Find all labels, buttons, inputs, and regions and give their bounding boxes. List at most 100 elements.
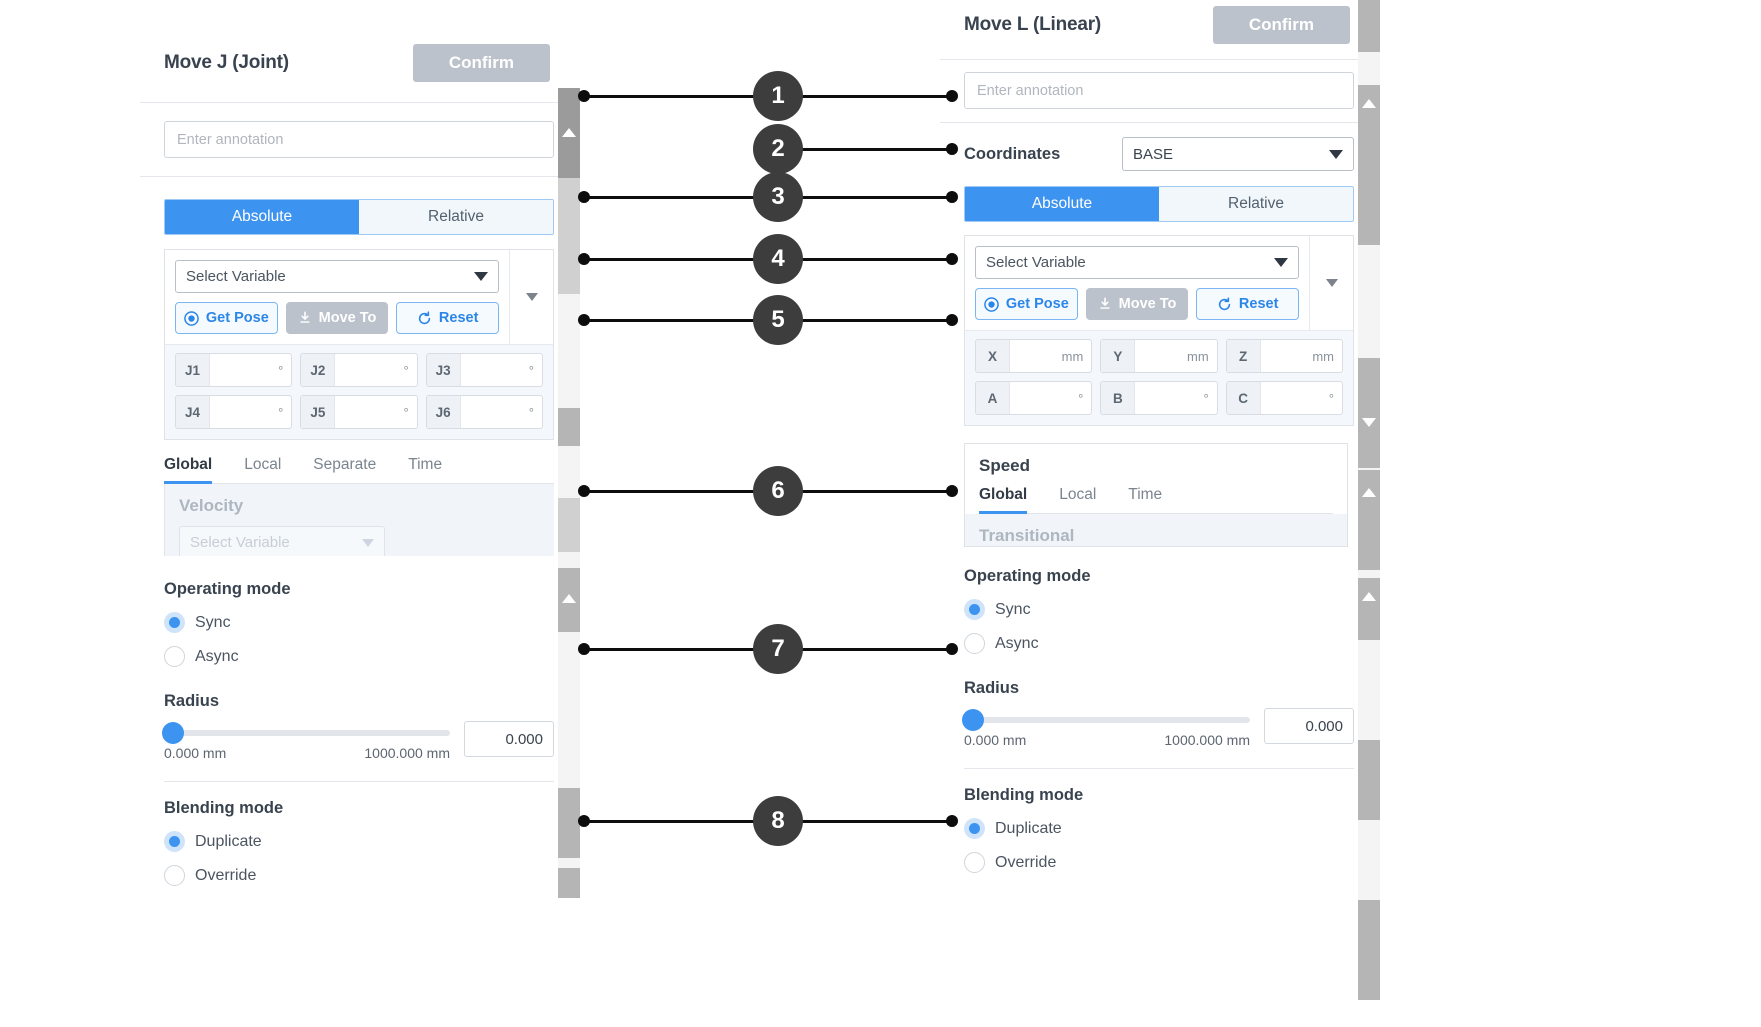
pose-field-a-input[interactable] — [1010, 382, 1078, 414]
callout-1-right-line — [802, 95, 952, 98]
move-l-blending-override[interactable]: Override — [964, 852, 1354, 873]
move-j-velocity-heading: Velocity — [179, 496, 244, 515]
radio-unselected-icon — [964, 852, 985, 873]
move-l-move-to-button[interactable]: Move To — [1085, 288, 1189, 320]
joint-field-j6-unit: ° — [528, 404, 534, 420]
joint-field-j3-input[interactable] — [461, 354, 529, 386]
pose-field-z[interactable]: Z mm — [1225, 339, 1343, 373]
joint-field-j4-input[interactable] — [210, 396, 278, 428]
move-j-annotation-input[interactable] — [164, 121, 554, 158]
move-j-scrollbar-thumb-1[interactable] — [558, 88, 580, 178]
pose-field-y-unit: mm — [1186, 348, 1209, 364]
pose-field-a[interactable]: A ° — [975, 381, 1093, 415]
tab-global[interactable]: Global — [979, 486, 1043, 514]
move-j-scrollbar-thumb-2[interactable] — [558, 178, 580, 294]
move-j-velocity-select[interactable]: Select Variable — [179, 526, 385, 556]
move-j-scrollbar-thumb-5[interactable] — [558, 568, 580, 632]
callout-4-right-anchor — [946, 253, 958, 265]
pose-field-y[interactable]: Y mm — [1100, 339, 1218, 373]
joint-field-j1[interactable]: J1 ° — [175, 353, 293, 387]
move-l-annotation-input[interactable] — [964, 72, 1354, 109]
joint-field-j5-input[interactable] — [335, 396, 403, 428]
joint-field-j6-label: J6 — [426, 396, 461, 428]
pose-field-x-input[interactable] — [1010, 340, 1062, 372]
move-j-radius-heading: Radius — [164, 692, 220, 710]
move-j-scrollbar[interactable] — [558, 88, 580, 898]
move-l-radius-value-input[interactable]: 0.000 — [1264, 708, 1354, 744]
tab-global[interactable]: Global — [164, 456, 228, 484]
pose-field-y-input[interactable] — [1135, 340, 1187, 372]
tab-local[interactable]: Local — [244, 456, 282, 473]
pose-field-b-label: B — [1101, 382, 1136, 414]
refresh-icon — [1217, 296, 1232, 312]
move-l-confirm-button[interactable]: Confirm — [1212, 6, 1350, 44]
tab-time[interactable]: Time — [1128, 486, 1163, 503]
move-j-relative-tab[interactable]: Relative — [359, 200, 553, 234]
move-j-move-to-button[interactable]: Move To — [285, 302, 389, 334]
divider — [940, 122, 1378, 123]
move-l-operating-mode-sync[interactable]: Sync — [964, 599, 1354, 620]
move-j-reset-button[interactable]: Reset — [396, 302, 500, 334]
joint-field-j6-input[interactable] — [461, 396, 529, 428]
move-l-relative-tab[interactable]: Relative — [1159, 187, 1353, 221]
pose-field-x[interactable]: X mm — [975, 339, 1093, 373]
move-j-scrollbar-thumb-6[interactable] — [558, 788, 580, 858]
callout-1-right-anchor — [946, 90, 958, 102]
move-l-reset-button[interactable]: Reset — [1196, 288, 1300, 320]
move-j-operating-mode-async[interactable]: Async — [164, 646, 554, 667]
joint-field-j4[interactable]: J4 ° — [175, 395, 293, 429]
pose-field-c-input[interactable] — [1261, 382, 1329, 414]
move-l-scrollbar-thumb-3[interactable] — [1358, 358, 1380, 468]
move-j-select-variable-dropdown[interactable]: Select Variable — [175, 260, 499, 293]
joint-field-j2-input[interactable] — [335, 354, 403, 386]
move-l-scrollbar-thumb-2[interactable] — [1358, 85, 1380, 245]
move-j-absolute-tab[interactable]: Absolute — [165, 200, 359, 234]
pose-field-b-input[interactable] — [1135, 382, 1203, 414]
move-l-coordinates-dropdown[interactable]: BASE — [1122, 137, 1354, 171]
move-l-scrollbar-thumb-6[interactable] — [1358, 740, 1380, 820]
joint-field-j5[interactable]: J5 ° — [300, 395, 418, 429]
move-l-absolute-tab[interactable]: Absolute — [965, 187, 1159, 221]
move-l-scrollbar-thumb-5[interactable] — [1358, 578, 1380, 640]
pose-field-z-input[interactable] — [1261, 340, 1313, 372]
move-l-operating-mode-async[interactable]: Async — [964, 633, 1354, 654]
joint-field-j2[interactable]: J2 ° — [300, 353, 418, 387]
move-l-select-variable-dropdown[interactable]: Select Variable — [975, 246, 1299, 279]
chevron-up-icon — [562, 594, 576, 603]
joint-field-j1-input[interactable] — [210, 354, 278, 386]
move-l-radius-heading: Radius — [964, 679, 1020, 697]
move-l-radius-track[interactable] — [962, 709, 1250, 731]
callout-5-number: 5 — [771, 306, 785, 333]
move-j-radius-knob[interactable] — [162, 722, 184, 744]
move-j-operating-mode-sync[interactable]: Sync — [164, 612, 554, 633]
tab-local[interactable]: Local — [1059, 486, 1097, 503]
move-j-get-pose-button[interactable]: Get Pose — [175, 302, 278, 334]
move-j-get-pose-label: Get Pose — [205, 310, 269, 326]
move-l-scrollbar-thumb-7[interactable] — [1358, 900, 1380, 1000]
pose-field-b[interactable]: B ° — [1100, 381, 1218, 415]
joint-field-j3[interactable]: J3 ° — [425, 353, 543, 387]
move-j-scrollbar-thumb-4[interactable] — [558, 498, 580, 552]
move-l-get-pose-button[interactable]: Get Pose — [975, 288, 1078, 320]
tab-time[interactable]: Time — [408, 456, 443, 473]
tab-separate[interactable]: Separate — [313, 456, 377, 473]
joint-field-j6[interactable]: J6 ° — [425, 395, 543, 429]
move-l-pose-expand[interactable] — [1309, 236, 1353, 330]
move-l-scrollbar-thumb-4[interactable] — [1358, 470, 1380, 570]
chevron-down-icon — [362, 538, 374, 547]
move-l-blending-duplicate[interactable]: Duplicate — [964, 818, 1354, 839]
move-j-confirm-button[interactable]: Confirm — [412, 44, 550, 82]
move-j-blending-duplicate[interactable]: Duplicate — [164, 831, 554, 852]
move-l-scrollbar[interactable] — [1358, 0, 1380, 1000]
move-j-blending-override[interactable]: Override — [164, 865, 554, 886]
move-j-pose-expand[interactable] — [509, 250, 553, 344]
pose-field-c[interactable]: C ° — [1225, 381, 1343, 415]
move-j-radius-value-input[interactable]: 0.000 — [464, 721, 554, 757]
move-j-radius-track[interactable] — [162, 722, 450, 744]
move-j-scrollbar-thumb-3[interactable] — [558, 408, 580, 446]
move-l-scrollbar-thumb-1[interactable] — [1358, 0, 1380, 52]
callout-6: 6 — [753, 466, 803, 516]
joint-field-j5-label: J5 — [301, 396, 336, 428]
move-j-scrollbar-thumb-7[interactable] — [558, 868, 580, 898]
move-l-radius-knob[interactable] — [962, 709, 984, 731]
